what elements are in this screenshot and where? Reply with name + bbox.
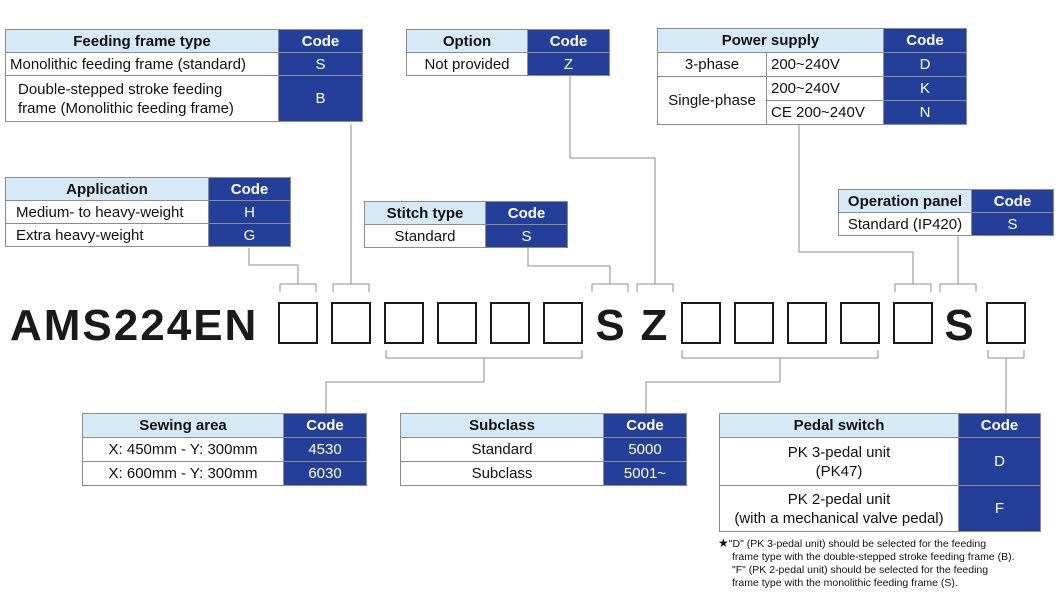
- feeding-frame-code-header: Code: [278, 29, 363, 53]
- pedal-switch-code-header: Code: [958, 413, 1041, 438]
- sewing-area-code-header: Code: [283, 413, 367, 438]
- feeding-frame-label-double-line2: frame (Monolithic feeding frame): [18, 99, 234, 117]
- power-supply-voltage-d: 200~240V: [766, 52, 884, 77]
- subclass-label-subclass: Subclass: [400, 461, 604, 486]
- operation-panel-code-header: Code: [971, 189, 1054, 213]
- code-box-power-supply: [893, 302, 933, 344]
- code-box-subclass-1: [681, 302, 721, 344]
- subclass-table: Subclass Code Standard 5000 Subclass 500…: [400, 413, 687, 486]
- power-supply-voltage-k: 200~240V: [766, 76, 884, 101]
- operation-panel-label-standard: Standard (IP420): [838, 212, 972, 236]
- star-icon: ★: [718, 536, 729, 550]
- pedal-switch-label-3pedal: PK 3-pedal unit (PK47): [719, 437, 959, 486]
- model-fixed-option-z: Z: [641, 301, 668, 350]
- model-prefix: AMS224EN: [10, 301, 258, 350]
- feeding-frame-label-standard: Monolithic feeding frame (standard): [5, 52, 279, 76]
- subclass-code-5001: 5001~: [603, 461, 687, 486]
- subclass-code-header: Code: [603, 413, 687, 438]
- power-supply-table: Power supply Code 3-phase 200~240V D Sin…: [657, 28, 967, 125]
- power-supply-code-n: N: [883, 100, 967, 125]
- feeding-frame-code-s: S: [278, 52, 363, 76]
- stitch-type-header: Stitch type: [364, 201, 486, 225]
- option-label-not-provided: Not provided: [406, 52, 528, 76]
- pedal-switch-label-2pedal: PK 2-pedal unit (with a mechanical valve…: [719, 485, 959, 532]
- power-supply-header: Power supply: [657, 28, 884, 53]
- power-supply-phase-single: Single-phase: [657, 76, 767, 125]
- sewing-area-label-450: X: 450mm - Y: 300mm: [82, 437, 284, 462]
- sewing-area-label-600: X: 600mm - Y: 300mm: [82, 461, 284, 486]
- code-box-sewing-area-3: [490, 302, 530, 344]
- stitch-type-code-header: Code: [485, 201, 568, 225]
- application-header: Application: [5, 177, 209, 201]
- pedal-switch-code-f: F: [958, 485, 1041, 532]
- subclass-header: Subclass: [400, 413, 604, 438]
- power-supply-phase-3: 3-phase: [657, 52, 767, 77]
- feeding-frame-label-double: Double-stepped stroke feeding frame (Mon…: [5, 75, 279, 122]
- sewing-area-header: Sewing area: [82, 413, 284, 438]
- power-supply-voltage-n: CE 200~240V: [766, 100, 884, 125]
- footnote-line-4: frame type with the monolithic feeding f…: [732, 577, 958, 589]
- operation-panel-code-s: S: [971, 212, 1054, 236]
- pedal-switch-label-2pedal-line2: (with a mechanical valve pedal): [734, 509, 944, 527]
- feeding-frame-table: Feeding frame type Code Monolithic feedi…: [5, 29, 363, 122]
- pedal-switch-label-2pedal-line1: PK 2-pedal unit: [787, 490, 891, 508]
- stitch-type-table: Stitch type Code Standard S: [364, 201, 568, 248]
- code-box-pedal-switch: [986, 302, 1026, 344]
- power-supply-code-k: K: [883, 76, 967, 101]
- power-supply-code-d: D: [883, 52, 967, 77]
- pedal-footnote: ★"D" (PK 3-pedal unit) should be selecte…: [718, 537, 1014, 590]
- pedal-switch-code-d: D: [958, 437, 1041, 486]
- pedal-switch-header: Pedal switch: [719, 413, 959, 438]
- application-label-extra: Extra heavy-weight: [5, 223, 209, 247]
- application-label-medium: Medium- to heavy-weight: [5, 200, 209, 224]
- feeding-frame-header: Feeding frame type: [5, 29, 279, 53]
- application-code-g: G: [208, 223, 291, 247]
- option-header: Option: [406, 29, 528, 53]
- option-code-header: Code: [527, 29, 610, 53]
- option-table: Option Code Not provided Z: [406, 29, 610, 76]
- application-code-header: Code: [208, 177, 291, 201]
- operation-panel-table: Operation panel Code Standard (IP420) S: [838, 189, 1054, 236]
- pedal-switch-table: Pedal switch Code PK 3-pedal unit (PK47)…: [719, 413, 1041, 532]
- subclass-code-5000: 5000: [603, 437, 687, 462]
- code-box-subclass-3: [787, 302, 827, 344]
- footnote-line-3: "F" (PK 2-pedal unit) should be selected…: [732, 564, 989, 576]
- stitch-type-label-standard: Standard: [364, 224, 486, 248]
- code-box-application: [278, 302, 318, 344]
- code-box-sewing-area-1: [384, 302, 424, 344]
- operation-panel-header: Operation panel: [838, 189, 972, 213]
- feeding-frame-code-b: B: [278, 75, 363, 122]
- subclass-label-standard: Standard: [400, 437, 604, 462]
- pedal-switch-label-3pedal-line1: PK 3-pedal unit: [787, 443, 891, 461]
- sewing-area-code-6030: 6030: [283, 461, 367, 486]
- model-fixed-stitch-s: S: [595, 301, 624, 350]
- code-box-feeding-frame: [331, 302, 371, 344]
- application-code-h: H: [208, 200, 291, 224]
- footnote-line-2: frame type with the double-stepped strok…: [732, 551, 1015, 563]
- pedal-switch-label-3pedal-line2: (PK47): [815, 462, 863, 480]
- power-supply-code-header: Code: [883, 28, 967, 53]
- sewing-area-table: Sewing area Code X: 450mm - Y: 300mm 453…: [82, 413, 367, 486]
- code-box-sewing-area-2: [437, 302, 477, 344]
- stitch-type-code-s: S: [485, 224, 568, 248]
- feeding-frame-label-double-line1: Double-stepped stroke feeding: [18, 80, 223, 98]
- code-box-subclass-2: [734, 302, 774, 344]
- connector-lines: [248, 76, 1025, 413]
- code-box-sewing-area-4: [543, 302, 583, 344]
- code-box-subclass-4: [840, 302, 880, 344]
- model-fixed-panel-s: S: [944, 301, 973, 350]
- footnote-line-1: "D" (PK 3-pedal unit) should be selected…: [728, 538, 987, 550]
- application-table: Application Code Medium- to heavy-weight…: [5, 177, 291, 247]
- sewing-area-code-4530: 4530: [283, 437, 367, 462]
- option-code-z: Z: [527, 52, 610, 76]
